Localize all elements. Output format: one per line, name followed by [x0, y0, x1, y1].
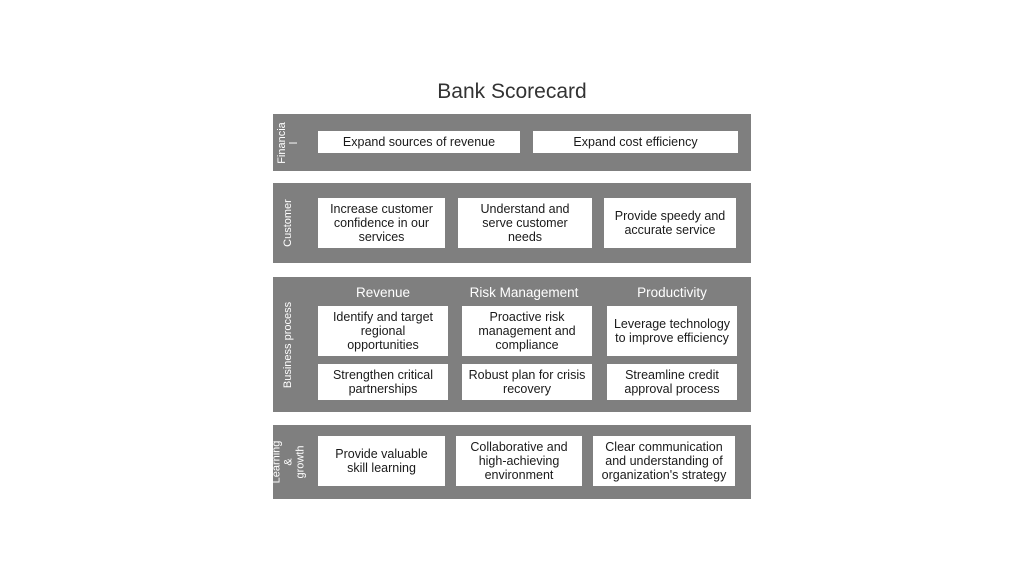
customer-label-container: Customer: [273, 183, 303, 263]
bp-card-risk: Proactive risk management and compliance: [462, 306, 592, 356]
financial-card-cost: Expand cost efficiency: [533, 131, 738, 153]
customer-card-service: Provide speedy and accurate service: [604, 198, 736, 248]
lg-card-skill: Provide valuable skill learning: [318, 436, 445, 486]
customer-label: Customer: [282, 199, 294, 247]
bp-card-partnerships: Strengthen critical partnerships: [318, 364, 448, 400]
lg-card-communication: Clear communication and understanding of…: [593, 436, 735, 486]
learning-growth-label-container: Learning & growth: [270, 425, 307, 499]
customer-card-confidence: Increase customer confidence in our serv…: [318, 198, 445, 248]
customer-card-needs: Understand and serve customer needs: [458, 198, 592, 248]
business-process-label: Business process: [282, 301, 294, 388]
column-head-risk-management: Risk Management: [469, 285, 579, 300]
column-head-revenue: Revenue: [355, 285, 411, 300]
lg-card-environment: Collaborative and high-achieving environ…: [456, 436, 582, 486]
business-process-label-container: Business process: [273, 277, 303, 412]
column-head-productivity: Productivity: [637, 285, 707, 300]
bp-card-technology: Leverage technology to improve efficienc…: [607, 306, 737, 356]
page-title: Bank Scorecard: [437, 80, 587, 103]
financial-label: Financia l: [276, 121, 301, 164]
bp-card-credit: Streamline credit approval process: [607, 364, 737, 400]
learning-growth-label: Learning & growth: [270, 440, 307, 484]
bp-card-crisis: Robust plan for crisis recovery: [462, 364, 592, 400]
financial-card-revenue: Expand sources of revenue: [318, 131, 520, 153]
bp-card-regional: Identify and target regional opportuniti…: [318, 306, 448, 356]
financial-label-container: Financia l: [273, 114, 303, 171]
